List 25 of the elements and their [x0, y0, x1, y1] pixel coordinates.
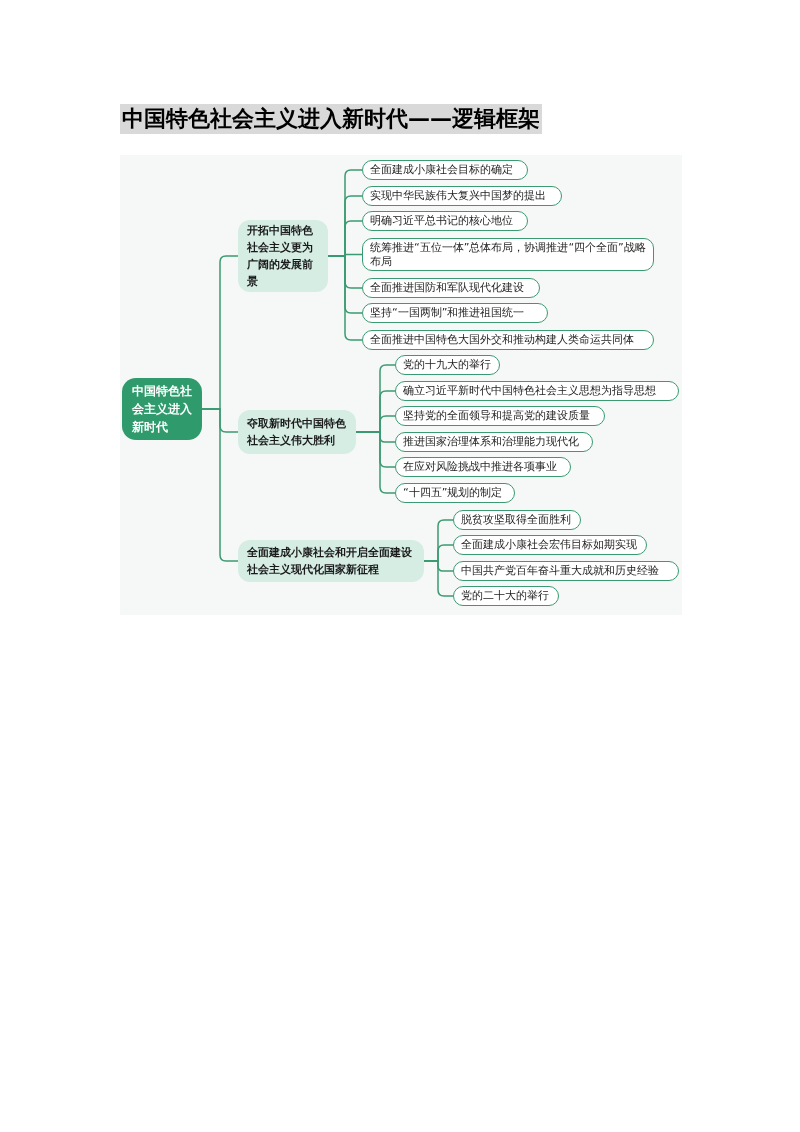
connector-line	[201, 408, 239, 562]
branch-topic-box: 开拓中国特色社会主义更为广阔的发展前景	[238, 220, 328, 292]
root-topic-box: 中国特色社会主义进入新时代	[122, 378, 202, 440]
leaf-topic-box: 全面建成小康社会宏伟目标如期实现	[453, 535, 647, 555]
leaf-topic-box: 坚持“一国两制”和推进祖国统一	[362, 303, 548, 323]
leaf-topic-box: 明确习近平总书记的核心地位	[362, 211, 528, 231]
leaf-topic-box: 在应对风险挑战中推进各项事业	[395, 457, 571, 477]
leaf-topic-box: 确立习近平新时代中国特色社会主义思想为指导思想	[395, 381, 679, 401]
connector-line	[355, 431, 396, 494]
leaf-topic-box: 党的十九大的举行	[395, 355, 500, 375]
connector-line	[423, 560, 454, 597]
leaf-topic-box: 全面推进中国特色大国外交和推动构建人类命运共同体	[362, 330, 654, 350]
title: 中国特色社会主义进入新时代——逻辑框架	[120, 104, 542, 134]
leaf-topic-box: 中国共产党百年奋斗重大成就和历史经验	[453, 561, 679, 581]
leaf-topic-box: 全面建成小康社会目标的确定	[362, 160, 528, 180]
leaf-topic-box: 坚持党的全面领导和提高党的建设质量	[395, 406, 605, 426]
leaf-topic-box: 全面推进国防和军队现代化建设	[362, 278, 540, 298]
leaf-topic-box: 脱贫攻坚取得全面胜利	[453, 510, 581, 530]
leaf-topic-box: 实现中华民族伟大复兴中国梦的提出	[362, 186, 562, 206]
leaf-topic-box: “十四五”规划的制定	[395, 483, 515, 503]
branch-topic-box: 全面建成小康社会和开启全面建设社会主义现代化国家新征程	[238, 540, 424, 582]
leaf-topic-box: 统筹推进“五位一体”总体布局，协调推进“四个全面”战略布局	[362, 238, 654, 271]
branch-topic-box: 夺取新时代中国特色社会主义伟大胜利	[238, 410, 356, 454]
leaf-topic-box: 党的二十大的举行	[453, 586, 559, 606]
leaf-topic-box: 推进国家治理体系和治理能力现代化	[395, 432, 593, 452]
